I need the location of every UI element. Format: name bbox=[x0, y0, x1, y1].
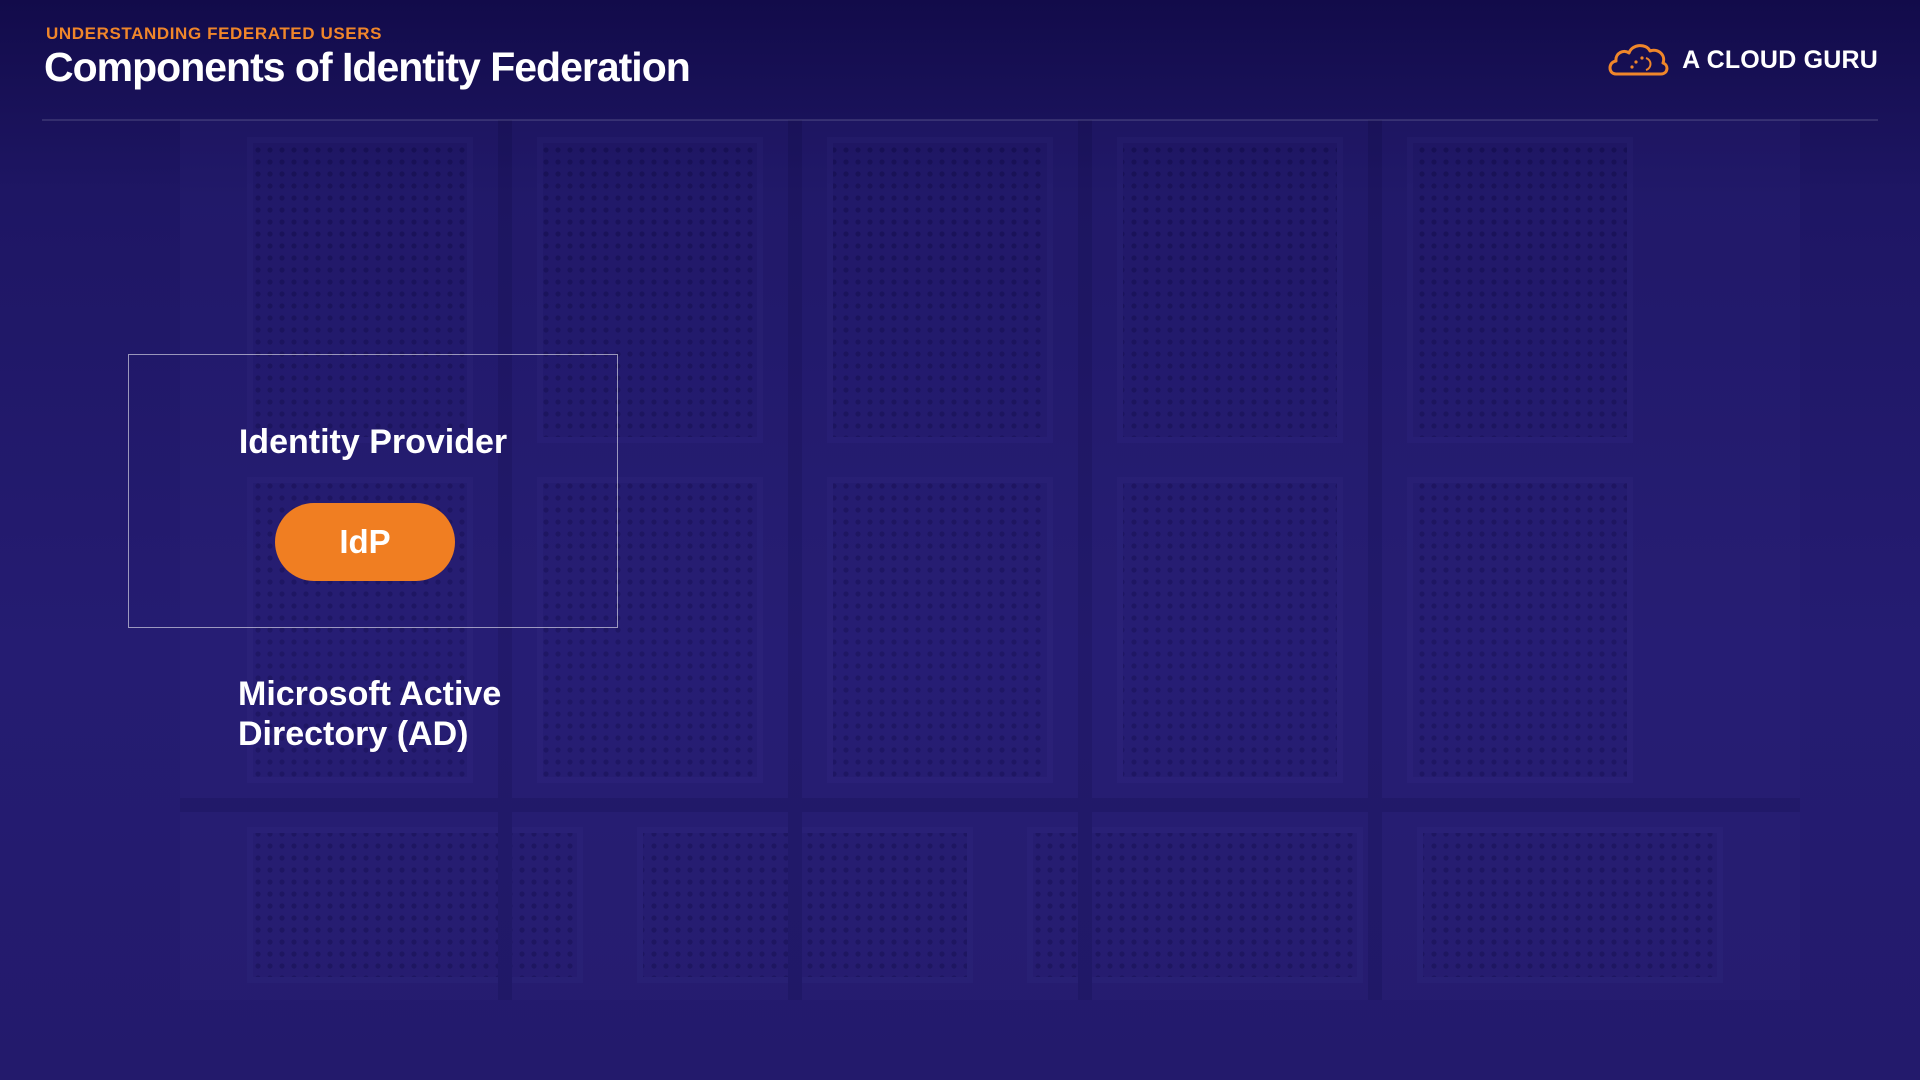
section-kicker: UNDERSTANDING FEDERATED USERS bbox=[46, 24, 383, 43]
identity-provider-box: Identity Provider IdP bbox=[128, 354, 618, 628]
idp-pill-label: IdP bbox=[339, 523, 391, 560]
brand-logo: A CLOUD GURU bbox=[1606, 38, 1878, 83]
idp-example-text: Microsoft Active Directory (AD) bbox=[238, 674, 501, 754]
idp-example-line-1: Microsoft Active bbox=[238, 675, 502, 713]
slide-title: Components of Identity Federation bbox=[44, 44, 691, 90]
header-divider bbox=[42, 119, 1878, 121]
identity-provider-title: Identity Provider bbox=[238, 423, 508, 461]
brand-name: A CLOUD GURU bbox=[1682, 46, 1878, 74]
idp-example-line-2: Directory (AD) bbox=[238, 715, 469, 753]
idp-pill: IdP bbox=[275, 503, 455, 581]
cloud-logo-icon bbox=[1606, 38, 1670, 83]
